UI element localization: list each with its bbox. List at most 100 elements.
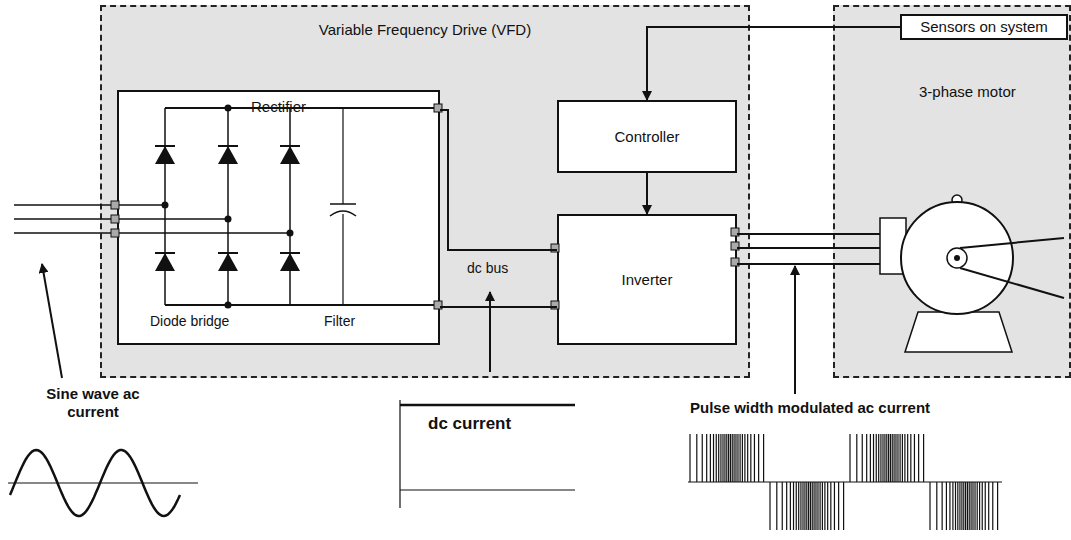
ac-input-wire (14, 204, 165, 206)
terminal (731, 258, 739, 266)
pwm-pulse (946, 482, 947, 530)
terminal (111, 229, 119, 237)
junction-dot (162, 202, 169, 209)
pwm-pulse (957, 482, 958, 530)
pwm-pulse (810, 482, 811, 530)
pwm-pulse (870, 434, 871, 482)
motor-shaft (947, 248, 967, 268)
pwm-pulse (747, 434, 748, 482)
pwm-pulse (804, 482, 805, 530)
pwm-pulse (716, 434, 717, 482)
pwm-pulse (969, 482, 970, 530)
bridge-wire (164, 108, 166, 305)
pwm-pulse (720, 434, 721, 482)
pwm-pulse (878, 434, 879, 482)
connector (646, 173, 648, 214)
pwm-pulse (895, 434, 896, 482)
motor-region: 3-phase motorSensors on system (833, 5, 1071, 378)
part-label: Diode bridge (150, 312, 260, 330)
pwm-pulse (888, 434, 889, 482)
pwm-pulse (819, 482, 820, 530)
controller-box: Controller (557, 100, 737, 173)
pwm-pulse (728, 434, 729, 482)
connector (647, 27, 900, 100)
pwm-pulse (733, 434, 734, 482)
connector (737, 233, 880, 235)
pwm-pulse (952, 482, 953, 530)
pwm-pulse (713, 434, 714, 482)
pwm-pulse (849, 434, 850, 482)
sine-wave (10, 450, 180, 516)
pwm-pulse (972, 482, 973, 530)
node-label: Rectifier (133, 98, 424, 116)
pwm-pulse (750, 434, 751, 482)
pwm-pulse (843, 482, 844, 530)
motor-lug (952, 195, 962, 205)
pwm-pulse (893, 434, 894, 482)
pwm-pulse (882, 434, 883, 482)
motor-terminal-box (880, 218, 906, 274)
node-label: Controller (614, 128, 679, 146)
pwm-pulse (977, 482, 978, 530)
pwm-pulse (963, 482, 964, 530)
axis (400, 489, 575, 490)
diode-symbol (155, 253, 175, 271)
sensor-box: Sensors on system (900, 14, 1068, 40)
pwm-pulse (929, 482, 930, 530)
pwm-pulse (884, 434, 885, 482)
node-label: Sensors on system (920, 18, 1048, 36)
pwm-pulse (890, 434, 891, 482)
capacitor-symbol (342, 214, 343, 305)
signal-label: dc bus (467, 259, 527, 277)
pwm-pulse (813, 482, 814, 530)
diode-symbol (155, 146, 175, 164)
pwm-pulse (769, 482, 770, 530)
rectifier-box: Rectifier (117, 90, 440, 345)
pwm-pulse (866, 434, 867, 482)
pwm-pulse (706, 434, 707, 482)
waveform-label: dc current (428, 414, 548, 434)
pwm-pulse (696, 434, 697, 482)
terminal (731, 228, 739, 236)
pwm-pulse (961, 482, 962, 530)
pwm-pulse (838, 482, 839, 530)
waveform-label: Sine wave ac current (38, 385, 148, 421)
pwm-pulse (800, 482, 801, 530)
connector (737, 263, 880, 265)
capacitor-symbol (342, 108, 343, 204)
diode-symbol (280, 253, 300, 271)
pwm-pulse (724, 434, 725, 482)
diode-symbol (218, 145, 238, 147)
diode-symbol (218, 146, 238, 164)
pwm-pulse (949, 482, 950, 530)
pwm-pulse (806, 482, 807, 530)
terminal (551, 244, 559, 252)
pwm-pulse (702, 434, 703, 482)
pwm-pulse (988, 482, 989, 530)
pwm-pulse (899, 434, 900, 482)
pwm-pulse (876, 434, 877, 482)
connector (440, 306, 557, 308)
pwm-pulse (739, 434, 740, 482)
pwm-pulse (802, 482, 803, 530)
callout-arrow (489, 292, 491, 372)
pwm-pulse (782, 482, 783, 530)
pwm-pulse (735, 434, 736, 482)
pwm-pulse (918, 434, 919, 482)
pwm-pulse (808, 482, 809, 530)
pwm-pulse (822, 482, 823, 530)
dc-rail (165, 107, 438, 109)
belt (960, 238, 1064, 248)
pwm-pulse (910, 434, 911, 482)
pwm-pulse (914, 434, 915, 482)
inverter-box: Inverter (557, 214, 737, 345)
pwm-pulse (710, 434, 711, 482)
pwm-pulse (827, 482, 828, 530)
pwm-pulse (873, 434, 874, 482)
terminal (731, 242, 739, 250)
terminal (434, 301, 442, 309)
pwm-pulse (886, 434, 887, 482)
pwm-pulse (902, 434, 903, 482)
axis (688, 481, 1002, 482)
